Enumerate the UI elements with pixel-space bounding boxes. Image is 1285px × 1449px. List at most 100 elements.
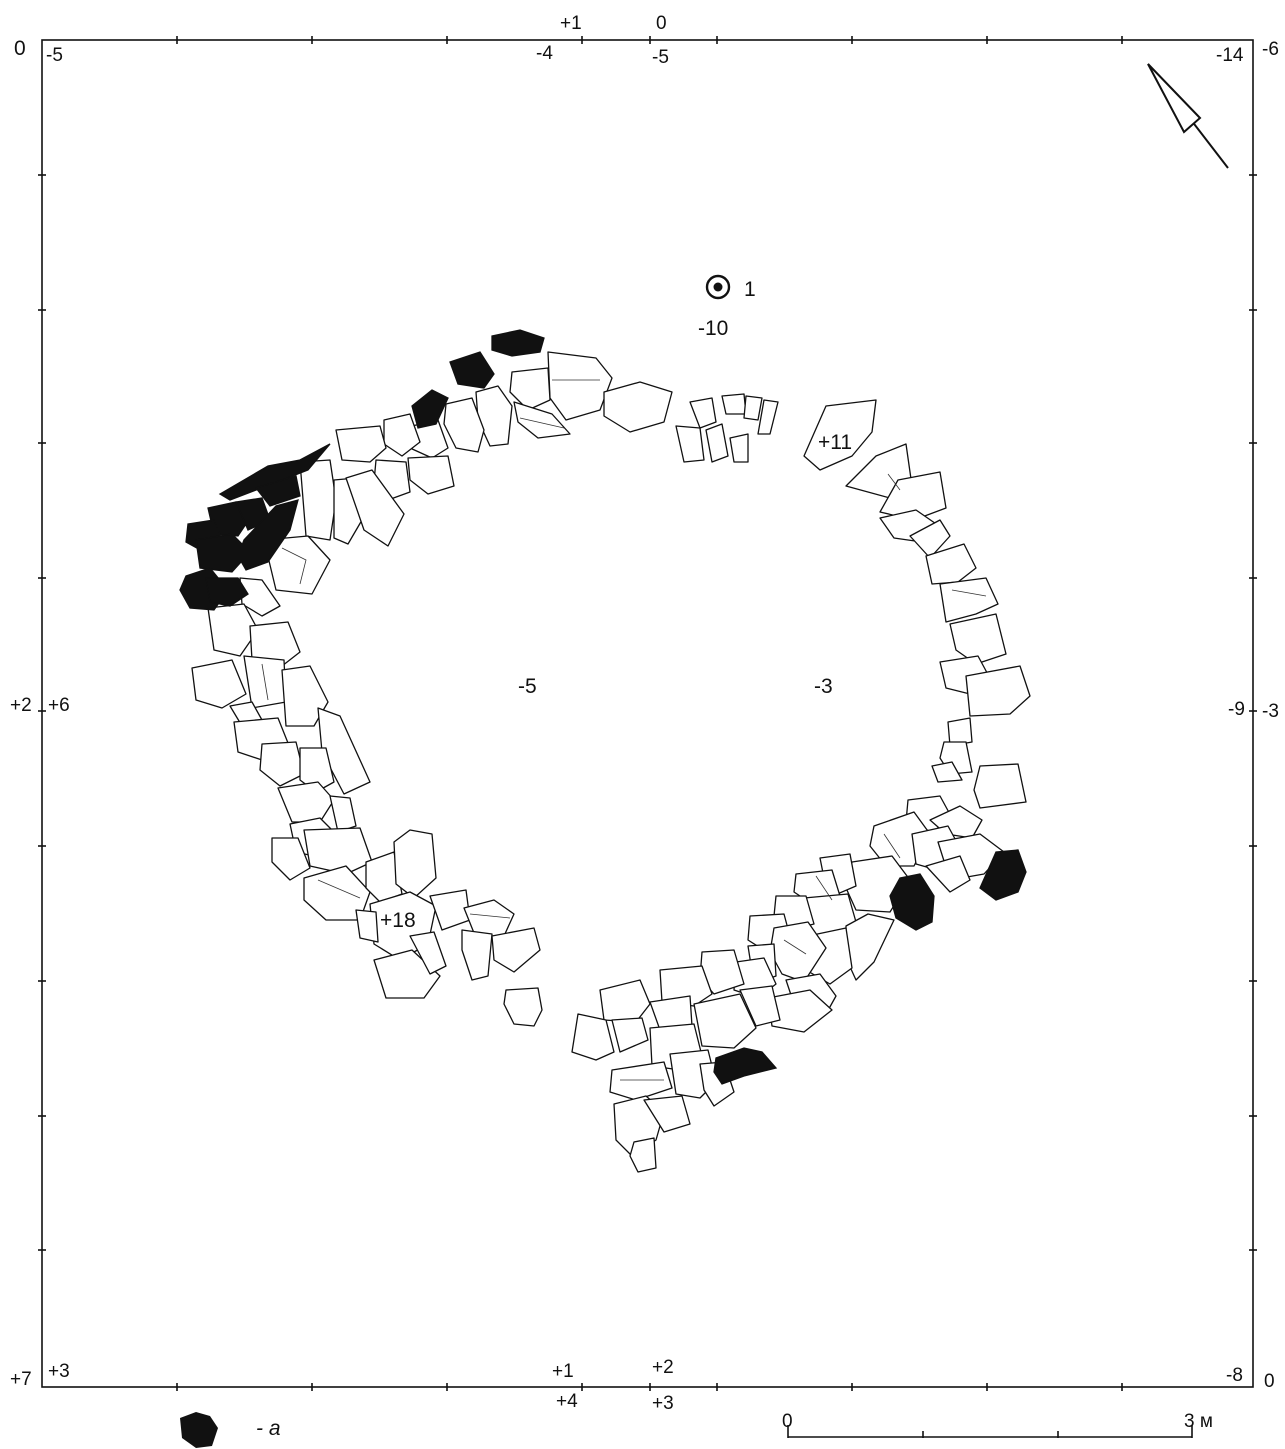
stone [317,707,371,795]
legend-text: - а [256,1417,281,1440]
stone [345,469,405,547]
black-stone [979,849,1027,901]
black-stone [713,1047,778,1085]
scale-start-label: 0 [782,1411,793,1432]
black-stone [491,329,545,357]
stone [925,855,971,893]
stone [693,993,757,1049]
stone [249,621,301,667]
plan-frame [41,39,1254,1388]
black-stone [195,533,251,573]
stone [393,829,437,899]
top-mark: -5 [652,47,669,68]
corner-mark: +7 [10,1369,32,1390]
corner-mark: -8 [1226,1365,1243,1386]
top-mark: -4 [536,43,553,64]
elevation-mark: +11 [818,431,853,454]
north-arrow-icon [1147,63,1229,169]
stone [611,1017,649,1053]
stone [629,1137,657,1173]
scale-bar [787,1425,1193,1438]
stone [845,913,895,981]
stone [643,1095,691,1133]
stone [277,781,335,823]
stone [949,613,1007,665]
top-mark: 0 [656,13,667,34]
stone [491,927,541,973]
stone [603,381,673,433]
scale-end-label: 3 м [1184,1411,1213,1432]
bottom-mark: +1 [552,1361,574,1382]
corner-mark: 0 [1264,1371,1275,1392]
benchmark-circle-icon [705,274,731,300]
corner-mark: -6 [1262,39,1279,60]
elevation-mark: -3 [814,675,833,698]
black-stone [205,577,249,607]
stone-ring [191,351,1031,1173]
elevation-mark: -5 [518,675,537,698]
stone [689,397,717,429]
stone [705,423,729,463]
stone [299,459,337,541]
stone [547,351,613,421]
stone [207,603,259,657]
stone [659,965,713,1007]
stone [329,795,357,833]
stone [743,395,763,421]
corner-mark: -14 [1216,45,1244,66]
stone [965,665,1031,717]
corner-mark: 0 [14,37,26,60]
stone [599,979,651,1023]
stone [973,763,1027,809]
stone [909,519,951,559]
stone [931,761,963,783]
frame-ticks [38,36,1257,1391]
stone [939,577,999,623]
bottom-mark: +3 [652,1393,674,1414]
stone [429,889,471,931]
stone [947,717,973,747]
stone [925,543,977,585]
stone [259,741,305,787]
stone [757,399,779,435]
bottom-mark: +4 [556,1391,578,1412]
stone [729,433,749,463]
stone [571,1013,615,1061]
corner-mark: +3 [48,1361,70,1382]
elevation-mark: -10 [698,317,729,340]
stone [271,837,311,881]
stone [739,985,781,1027]
stone [263,535,331,595]
elevation-mark: +18 [380,909,416,932]
stone-facets [261,379,987,1081]
stone [239,577,281,617]
side-mark: -9 [1228,699,1245,720]
stone [803,399,877,471]
stone [299,747,335,793]
stone [335,425,387,463]
black-stone-icon [180,1412,218,1448]
black-stones [179,329,1027,1085]
black-stone [889,873,935,931]
benchmark-label: 1 [744,278,756,301]
side-mark: +2 [10,695,32,716]
stone [461,929,493,981]
stone [879,471,947,521]
stone [503,987,543,1027]
stone [509,367,551,411]
black-stone [449,351,495,389]
side-mark: -3 [1262,701,1279,722]
stone [609,1061,673,1101]
stone [191,659,247,709]
black-stone [218,443,331,501]
black-stone [411,389,449,429]
stone [409,931,447,975]
bottom-mark: +2 [652,1357,674,1378]
stone [355,909,379,943]
black-stone [254,475,301,507]
stone [721,393,747,415]
corner-mark: -5 [46,45,63,66]
stone [675,425,705,463]
side-mark: +6 [48,695,70,716]
